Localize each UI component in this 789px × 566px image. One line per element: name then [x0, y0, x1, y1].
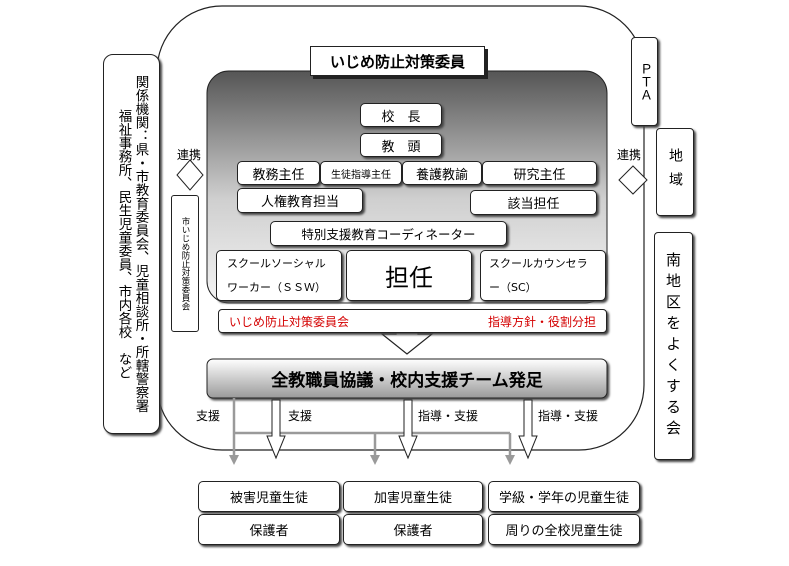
team-banner-text: 全教職員協議・校内支援チーム発足 — [271, 371, 543, 391]
all-students-box: 周りの全校児童生徒 — [488, 514, 640, 545]
support-arrows — [266, 399, 538, 460]
guidance-head-box: 生徒指導主任 — [320, 161, 402, 185]
cooperation-label-left: 連携 — [177, 148, 202, 162]
city-committee-text: 市いじめ防止対策委員会 — [180, 216, 190, 311]
team-banner: 全教職員協議・校内支援チーム発足 — [207, 359, 607, 398]
pta-text: ＰＴＡ — [637, 62, 652, 101]
guidance-head-text: 生徒指導主任 — [331, 169, 391, 181]
meeting-bar: いじめ防止対策委員会 指導方針・役割分担 — [218, 309, 607, 333]
committee-title: いじめ防止対策委員 — [310, 46, 485, 76]
class-students-text: 学級・学年の児童生徒 — [498, 491, 629, 506]
guidance-support-label-1: 指導・支援 — [418, 409, 479, 423]
class-students-box: 学級・学年の児童生徒 — [488, 481, 640, 512]
victim-guardian-text: 保護者 — [249, 524, 289, 539]
homeroom-box: 担任 — [346, 250, 472, 301]
all-students-text: 周りの全校児童生徒 — [505, 524, 623, 539]
nurse-teacher-box: 養護教諭 — [402, 161, 482, 185]
agencies-text: 関係機関：県・市教育委員会、児童相談所・所轄警察署 福祉事務所、民生児童委員、市… — [115, 75, 149, 427]
team-banner-bg — [206, 358, 608, 399]
meeting-bar-right: 指導方針・役割分担 — [487, 314, 596, 329]
minami-box: 南地区をよくする会 — [654, 232, 693, 460]
vice-principal-text: 教 頭 — [381, 139, 421, 155]
principal-text: 校 長 — [381, 109, 421, 125]
human-rights-box: 人権教育担当 — [237, 188, 363, 213]
victim-text: 被害児童生徒 — [229, 491, 308, 506]
sc-text: スクールカウンセラー（SC） — [489, 256, 588, 294]
cooperation-label-right: 連携 — [617, 148, 642, 162]
pta-box: ＰＴＡ — [631, 37, 658, 126]
human-rights-text: 人権教育担当 — [260, 195, 339, 210]
city-committee-box: 市いじめ防止対策委員会 — [171, 195, 199, 332]
support-label-2: 支援 — [288, 409, 313, 423]
academic-head-text: 教務主任 — [252, 167, 305, 183]
agencies-box: 関係機関：県・市教育委員会、児童相談所・所轄警察署 福祉事務所、民生児童委員、市… — [103, 54, 160, 434]
community-box: 地域 — [656, 128, 694, 216]
meeting-bar-left: いじめ防止対策委員会 — [229, 314, 350, 329]
relevant-homeroom-box: 該当担任 — [470, 190, 597, 215]
special-support-text: 特別支援教育コーディネーター — [301, 227, 476, 242]
relevant-homeroom-text: 該当担任 — [507, 197, 560, 212]
offender-text: 加害児童生徒 — [373, 491, 452, 506]
sc-box: スクールカウンセラー（SC） — [480, 250, 606, 301]
research-head-box: 研究主任 — [482, 161, 597, 185]
offender-box: 加害児童生徒 — [343, 481, 483, 512]
offender-guardian-text: 保護者 — [393, 524, 433, 539]
offender-guardian-box: 保護者 — [343, 514, 483, 545]
special-support-box: 特別支援教育コーディネーター — [270, 221, 507, 246]
research-head-text: 研究主任 — [513, 167, 566, 183]
homeroom-text: 担任 — [385, 264, 433, 292]
ssw-text: スクールソーシャルワーカー（ＳＳＷ） — [227, 256, 326, 294]
guidance-support-label-2: 指導・支援 — [538, 409, 599, 423]
minami-text: 南地区をよくする会 — [664, 251, 682, 441]
community-text: 地域 — [667, 148, 683, 196]
ssw-box: スクールソーシャルワーカー（ＳＳＷ） — [216, 250, 342, 301]
principal-box: 校 長 — [360, 103, 442, 127]
victim-box: 被害児童生徒 — [198, 481, 340, 512]
vice-principal-box: 教 頭 — [360, 133, 442, 157]
committee-title-text: いじめ防止対策委員 — [329, 52, 465, 71]
support-label-1: 支援 — [196, 409, 221, 423]
academic-head-box: 教務主任 — [237, 161, 320, 185]
distribution-arrowheads — [229, 455, 515, 465]
cooperation-diamond-left — [176, 159, 204, 191]
cooperation-diamond-right — [618, 165, 648, 195]
nurse-teacher-text: 養護教諭 — [415, 167, 468, 183]
victim-guardian-box: 保護者 — [198, 514, 340, 545]
